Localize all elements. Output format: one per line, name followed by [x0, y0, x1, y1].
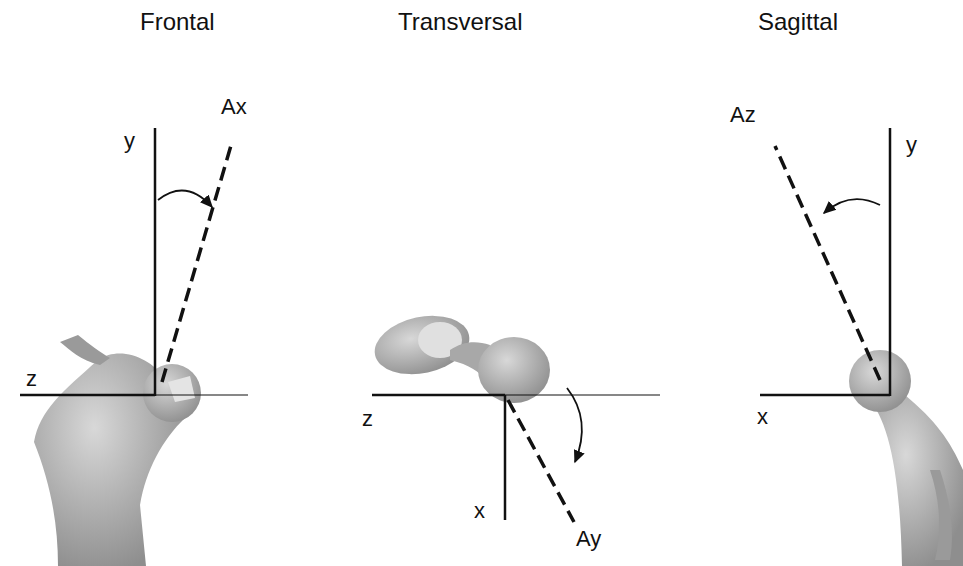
z-axis	[20, 394, 155, 397]
axis-label: Ay	[576, 528, 601, 550]
x-axis	[760, 394, 890, 397]
axis-label: z	[26, 368, 37, 390]
axis-label: y	[124, 130, 135, 152]
ay-axis	[508, 400, 574, 522]
femur-transversal	[369, 308, 550, 403]
panel-title: Sagittal	[758, 10, 838, 34]
axis-label: z	[362, 408, 373, 430]
z-axis	[372, 394, 505, 397]
z-axis	[505, 394, 660, 395]
y-axis	[889, 128, 892, 396]
rotation-arrow	[567, 388, 582, 462]
axis-label: x	[474, 500, 485, 522]
rotation-arrow	[158, 191, 212, 207]
femur-frontal	[34, 335, 201, 566]
z-axis	[155, 394, 248, 395]
rotation-arrow	[824, 199, 880, 213]
femur-sagittal	[849, 350, 963, 566]
panel-title: Transversal	[398, 10, 522, 34]
panel-title: Frontal	[140, 10, 215, 34]
axis-label: Ax	[221, 96, 247, 118]
az-axis	[775, 146, 880, 380]
x-axis	[504, 395, 507, 520]
ax-axis	[162, 142, 232, 382]
axis-label: x	[757, 406, 768, 428]
axis-label: Az	[730, 104, 756, 126]
axis-label: y	[906, 134, 917, 156]
y-axis	[154, 128, 157, 396]
